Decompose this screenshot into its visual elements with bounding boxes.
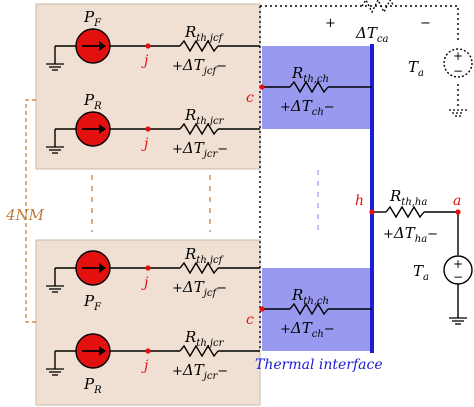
ground-symbol — [46, 368, 64, 376]
thermal-row-2: j PR Rth,jcr +ΔTjcr− — [46, 91, 260, 160]
rch-label: Rth,ch — [291, 286, 329, 307]
ta-top-plus: + — [453, 49, 463, 63]
dtch-label: +ΔTch− — [280, 319, 335, 340]
source-arrow-head — [99, 41, 106, 51]
node-c-dot — [259, 306, 265, 312]
delta-label: +ΔTjcf− — [172, 56, 227, 77]
resistor-label: Rth,jcf — [184, 23, 225, 44]
node-h-label: h — [355, 193, 364, 209]
ta-right-plus: + — [453, 257, 463, 271]
node-a-dot — [455, 209, 461, 215]
rch-label: Rth,ch — [291, 64, 329, 85]
ta-top-minus: − — [453, 64, 463, 78]
resistor-jc — [179, 261, 219, 275]
power-label: PF — [83, 292, 102, 313]
node-a-label: a — [453, 193, 461, 209]
ground-symbol — [46, 146, 64, 154]
resistor-label: Rth,jcr — [184, 106, 225, 127]
power-label: PR — [83, 375, 102, 396]
node-j-label: j — [141, 53, 149, 69]
node-j-dot — [145, 126, 151, 132]
group-bracket — [25, 99, 36, 323]
node-c-label: c — [246, 312, 254, 328]
resistor-jc — [179, 39, 219, 53]
node-j-label: j — [141, 358, 149, 374]
group-label: 4NM — [5, 206, 45, 224]
source-arrow-head — [99, 263, 106, 273]
resistor-label: Rth,jcr — [184, 328, 225, 349]
thermal-row-1: j PF Rth,jcf +ΔTjcf− — [46, 8, 260, 77]
case-ambient-dotted-wire — [260, 5, 459, 42]
dtch-label: +ΔTch− — [280, 97, 335, 118]
power-label: PF — [83, 8, 102, 29]
node-h-dot — [369, 209, 375, 215]
thermal-row-3: jPF Rth,jcf +ΔTjcf− — [46, 245, 260, 313]
delta-label: +ΔTjcr− — [172, 139, 228, 160]
source-arrow-head — [99, 124, 106, 134]
thermal-interface-label: Thermal interface — [255, 357, 383, 373]
node-j-dot — [145, 265, 151, 271]
node-j-label: j — [141, 136, 149, 152]
source-arrow-head — [99, 346, 106, 356]
resistor-ch — [289, 302, 329, 316]
delta-label: +ΔTjcf− — [172, 278, 227, 299]
dtca-label: ΔTca — [355, 24, 388, 45]
ta-source-top — [443, 48, 473, 78]
resistor-jc — [179, 344, 219, 358]
dtca-minus: − — [420, 16, 431, 31]
resistor-jc — [179, 122, 219, 136]
case-heatsink-branch-2: c Rth,ch +ΔTch− — [246, 286, 372, 340]
node-j-dot — [145, 43, 151, 49]
resistor-ch — [289, 80, 329, 94]
delta-label: +ΔTjcr− — [172, 361, 228, 382]
ground-symbol — [46, 285, 64, 293]
resistor-label: Rth,jcf — [184, 245, 225, 266]
module-top-background — [35, 3, 261, 170]
ground-top-right — [449, 109, 467, 117]
node-j-label: j — [141, 275, 149, 291]
ta-right-label: Ta — [413, 262, 429, 283]
node-c-label: c — [246, 90, 254, 106]
node-j-dot — [145, 348, 151, 354]
ta-right-minus: − — [453, 270, 463, 284]
case-heatsink-branch-1: c Rth,ch +ΔTch− — [246, 64, 372, 118]
ta-top-label: Ta — [408, 58, 424, 79]
rha-resistor — [385, 205, 425, 219]
dtca-plus: + — [325, 16, 336, 31]
rha-label: Rth,ha — [389, 187, 427, 208]
ground-right — [449, 317, 467, 325]
node-c-dot — [259, 84, 265, 90]
power-label: PR — [83, 91, 102, 112]
module-bottom-background — [35, 239, 261, 406]
thermal-row-4: jPR Rth,jcr +ΔTjcr− — [46, 328, 260, 396]
dtha-label: +ΔTha− — [383, 224, 438, 245]
ground-symbol — [46, 63, 64, 71]
